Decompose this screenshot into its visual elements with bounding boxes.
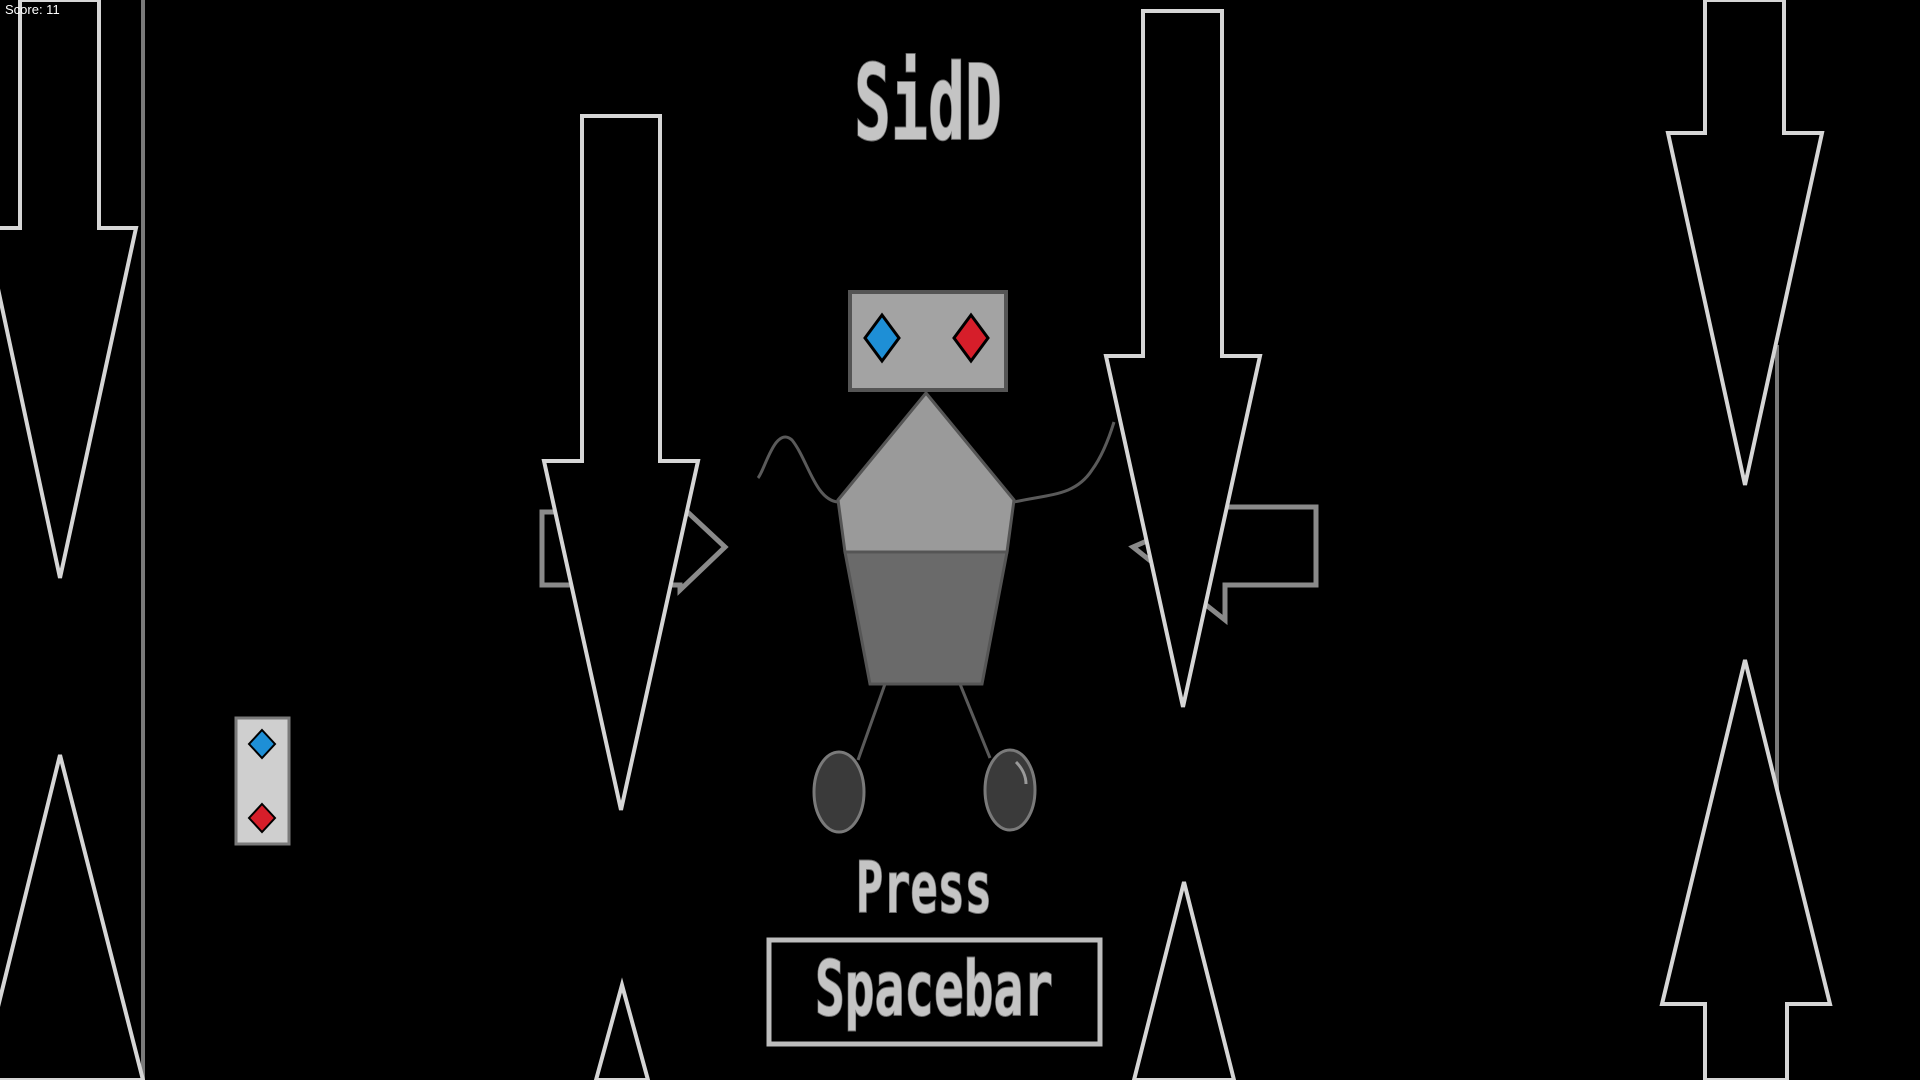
diamond-card-icon	[234, 716, 291, 846]
robot-left-arm	[756, 435, 839, 504]
up-spike-icon	[1131, 881, 1237, 1080]
robot-upper-body	[836, 390, 1016, 554]
down-arrow-spike-icon	[1103, 9, 1263, 708]
down-arrow-spike-icon	[0, 0, 139, 579]
robot-character	[756, 290, 1116, 834]
robot-right-foot	[983, 748, 1037, 832]
robot-left-eye	[863, 312, 901, 364]
spacebar-prompt-button[interactable]: Spacebar	[766, 937, 1103, 1047]
spacebar-label: Spacebar	[815, 944, 1053, 1033]
robot-lower-body	[843, 550, 1009, 686]
game-title: SidD	[854, 42, 1002, 164]
robot-right-eye	[952, 312, 990, 364]
robot-right-leg	[958, 683, 992, 759]
press-label: Press	[856, 847, 992, 929]
robot-right-arm	[1013, 421, 1116, 504]
up-spike-icon	[0, 754, 146, 1080]
robot-left-leg	[856, 683, 887, 761]
down-arrow-spike-icon	[1665, 0, 1825, 486]
down-arrow-spike-icon	[541, 114, 701, 811]
up-spike-icon	[1659, 659, 1833, 1080]
score-counter: Score: 11	[5, 2, 60, 17]
robot-left-foot	[812, 750, 866, 834]
up-spike-icon	[593, 977, 651, 1080]
